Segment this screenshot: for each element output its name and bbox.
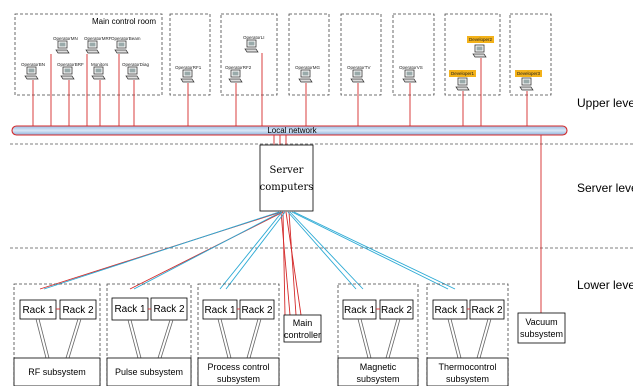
svg-text:Rack 1: Rack 1: [114, 304, 146, 315]
pulse-subsystem-group: Rack 1 Rack 2 Pulse subsystem: [106, 283, 192, 386]
rf-subsystem-box: [13, 357, 101, 386]
svg-text:OperatorRF1: OperatorRF1: [175, 65, 202, 70]
magnetic-subsystem-group: Rack 1 Rack 2 Magnetic subsystem: [337, 283, 419, 386]
rf-subsystem-label: RF subsystem: [28, 367, 86, 377]
svg-text:OperatorDiag: OperatorDiag: [122, 62, 150, 67]
network-server-links: [273, 135, 287, 145]
operator-vs: OperatorVS: [399, 65, 423, 83]
main-controller-label-1: Main: [293, 318, 313, 328]
operator-bn: OperatorBN: [21, 62, 45, 80]
station-box-mg: [288, 13, 330, 96]
rf-subsystem-group: Rack 1 Rack 2 RF subsystem: [13, 283, 101, 386]
operator-rf1: OperatorRF1: [175, 65, 202, 83]
process-rack-1: [202, 299, 238, 320]
svg-text:Rack 2: Rack 2: [153, 304, 185, 315]
svg-text:OperatorTV: OperatorTV: [347, 65, 371, 70]
svg-text:OperatorVS: OperatorVS: [399, 65, 423, 70]
thermocontrol-label-2: subsystem: [446, 374, 489, 384]
monitors: Monitors: [91, 62, 109, 80]
magnetic-rack-1: [342, 299, 377, 320]
operator-rf2: OperatorRF2: [225, 65, 252, 83]
lower-level-label: Lower level: [577, 278, 633, 292]
process-control-subsystem-group: Rack 1 Rack 2 Process control subsystem: [197, 283, 280, 386]
svg-text:Rack 1: Rack 1: [434, 305, 466, 316]
svg-text:Developer1: Developer1: [451, 71, 475, 76]
svg-text:Rack 2: Rack 2: [381, 305, 413, 316]
magnetic-label-1: Magnetic: [360, 362, 397, 372]
thermocontrol-subsystem-group: Rack 1 Rack 2 Thermocontrol subsystem: [426, 283, 509, 386]
developer-1: Developer1: [449, 70, 476, 91]
operator-diag: OperatorDiag: [122, 62, 150, 80]
magnetic-rack-2: [379, 299, 414, 320]
developer-box-b: [509, 13, 552, 96]
operator-tv: OperatorTV: [347, 65, 371, 83]
pulse-subsystem-box: [106, 357, 192, 386]
svg-text:Rack 2: Rack 2: [62, 305, 94, 316]
upper-level-label: Upper level: [577, 96, 633, 110]
magnetic-label-2: subsystem: [356, 374, 399, 384]
svg-text:OperatorBRF: OperatorBRF: [57, 62, 84, 67]
station-box-vs: [392, 13, 435, 96]
vacuum-subsystem-box: [517, 312, 566, 344]
svg-text:OperatorBN: OperatorBN: [21, 62, 45, 67]
server-label-line1: Server: [270, 165, 304, 176]
main-control-room-title: Main control room: [92, 17, 156, 26]
thermo-rack-1: [432, 299, 468, 320]
developer-box-a: [444, 13, 501, 96]
cyan-links: [43, 211, 456, 290]
thermocontrol-subsystem-box: [426, 357, 509, 386]
svg-text:OperatorMRF: OperatorMRF: [84, 36, 112, 41]
operator-li: OperatorLI: [243, 35, 265, 53]
operator-mg: OperatorMG: [295, 65, 321, 83]
operator-mn: OperatorMN: [53, 36, 78, 54]
svg-text:Rack 1: Rack 1: [22, 305, 54, 316]
developer-2: Developer2: [467, 36, 494, 58]
station-box-tv: [340, 13, 382, 96]
svg-text:Rack 2: Rack 2: [471, 305, 503, 316]
operator-brf: OperatorBRF: [57, 62, 84, 80]
svg-text:OperatorRF2: OperatorRF2: [225, 65, 252, 70]
process-control-label-1: Process control: [207, 362, 269, 372]
station-box-rf2-li: [220, 13, 278, 96]
main-controller-label-2: controller: [284, 330, 321, 340]
main-controller-box: [283, 314, 322, 343]
station-box-rf1: [169, 13, 211, 96]
thermocontrol-label-1: Thermocontrol: [438, 362, 496, 372]
developer-3: Developer3: [515, 70, 542, 91]
svg-text:Rack 1: Rack 1: [344, 305, 376, 316]
svg-text:OperatorBeam: OperatorBeam: [111, 36, 141, 41]
svg-text:OperatorLI: OperatorLI: [243, 35, 265, 40]
svg-text:OperatorMN: OperatorMN: [53, 36, 78, 41]
main-controller-group: Main controller: [283, 314, 322, 343]
server-computers-box: [259, 144, 314, 212]
thermo-rack-2: [469, 299, 505, 320]
operator-beam: OperatorBeam: [111, 36, 141, 54]
process-rack-2: [239, 299, 275, 320]
process-control-label-2: subsystem: [217, 374, 260, 384]
process-control-subsystem-box: [197, 357, 280, 386]
local-network-label: Local network: [267, 126, 317, 135]
svg-text:Developer3: Developer3: [517, 71, 541, 76]
vacuum-label-2: subsystem: [520, 329, 563, 339]
operator-mrf: OperatorMRF: [84, 36, 112, 54]
vacuum-label-1: Vacuum: [525, 317, 557, 327]
pulse-subsystem-label: Pulse subsystem: [115, 367, 183, 377]
local-network-bar: [11, 125, 568, 136]
server-level-label: Server level: [577, 181, 633, 195]
main-control-room-box: [14, 13, 163, 96]
svg-text:Developer2: Developer2: [469, 37, 493, 42]
server-label-line2: computers: [260, 182, 314, 193]
svg-text:Rack 1: Rack 1: [204, 305, 236, 316]
svg-text:Rack 2: Rack 2: [241, 305, 273, 316]
station-network-drops: [32, 53, 528, 126]
svg-text:Monitors: Monitors: [91, 62, 109, 67]
svg-text:OperatorMG: OperatorMG: [295, 65, 321, 70]
magnetic-subsystem-box: [337, 357, 419, 386]
vacuum-subsystem-group: Vacuum subsystem: [517, 312, 566, 344]
rf-rack-1: [19, 299, 57, 320]
